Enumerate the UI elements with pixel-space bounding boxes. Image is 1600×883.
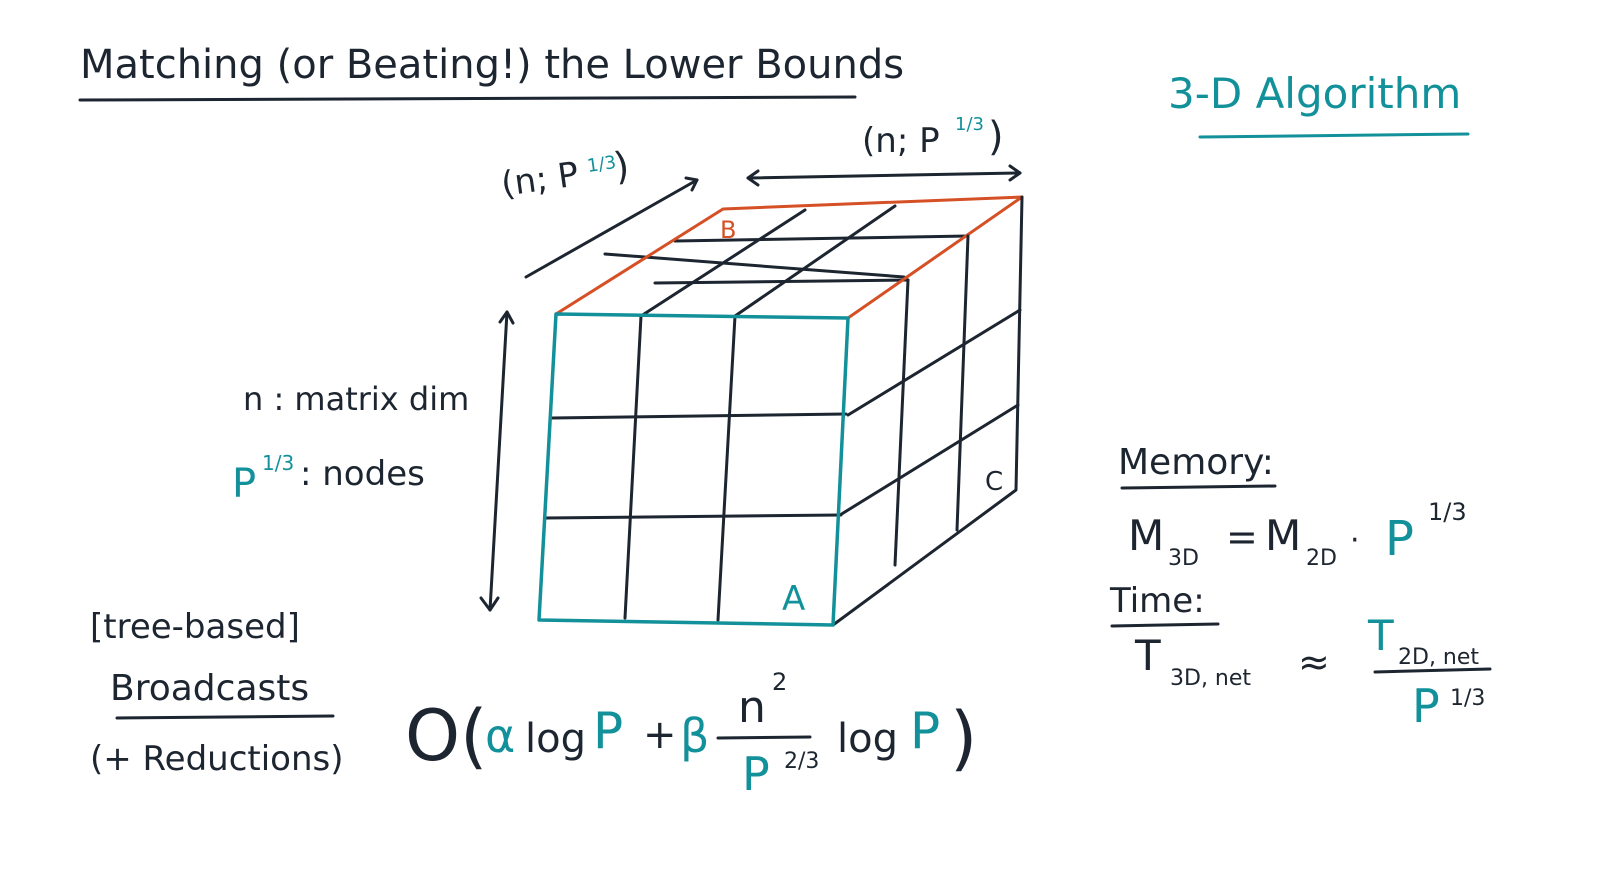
time-p: P — [1412, 679, 1440, 733]
matrix-label-c: C — [985, 467, 1003, 497]
formula-p2: P — [910, 702, 940, 760]
formula-num: n — [738, 682, 766, 733]
cube-front-face — [537, 312, 850, 627]
legend-p-exp: 1/3 — [262, 451, 294, 475]
broadcast-line1: [tree-based] — [90, 607, 300, 647]
time-t3d: T — [1134, 631, 1161, 680]
formula-close: ) — [950, 697, 977, 779]
memory-sub2d: 2D — [1306, 546, 1337, 571]
broadcast-line2: Broadcasts — [110, 668, 309, 709]
time-fraction-bar — [1373, 667, 1492, 674]
memory-underline — [1120, 484, 1277, 490]
broadcast-formula: O( α log P + β n 2 P 2/3 log P ) — [405, 668, 977, 801]
legend-nodes: : nodes — [300, 454, 425, 494]
legend-p: P — [232, 461, 256, 507]
formula-plus: + — [643, 712, 677, 758]
time-sub3d: 3D, net — [1170, 666, 1251, 691]
formula-alpha: α — [485, 709, 515, 763]
memory-heading: Memory: — [1118, 442, 1274, 483]
dim-label-right: (n; P — [862, 121, 940, 161]
cube-top-grid — [603, 204, 970, 318]
time-formula: T 3D, net ≈ T 2D, net P 1/3 — [1134, 611, 1492, 733]
time-exp: 1/3 — [1450, 686, 1485, 711]
dimension-arrows — [479, 164, 1022, 612]
memory-m2d: M — [1265, 511, 1301, 560]
memory-exp: 1/3 — [1428, 498, 1467, 526]
memory-sub3d: 3D — [1168, 546, 1199, 571]
broadcast-underline — [115, 714, 335, 720]
section-heading: 3-D Algorithm — [1168, 69, 1461, 118]
formula-den-exp: 2/3 — [784, 749, 819, 774]
dim-label-left-close: ) — [611, 143, 632, 189]
formula-log1: log — [525, 716, 586, 762]
matrix-label-b: B — [720, 216, 736, 244]
formula-p1: P — [593, 702, 623, 760]
broadcast-line3: (+ Reductions) — [90, 739, 344, 779]
matrix-label-a: A — [782, 579, 805, 619]
time-approx: ≈ — [1298, 640, 1330, 684]
legend-matrix-dim: n : matrix dim — [243, 380, 469, 418]
memory-m3d: M — [1128, 511, 1164, 560]
formula-den: P — [742, 747, 770, 801]
title-underline — [78, 95, 857, 102]
formula-fraction-bar — [716, 735, 812, 740]
memory-dot: · — [1350, 523, 1360, 558]
cube-front-grid — [543, 314, 848, 622]
cube-right-face — [831, 195, 1024, 627]
time-heading: Time: — [1109, 581, 1205, 621]
dim-label-left-exp: 1/3 — [586, 152, 618, 177]
formula-beta: β — [680, 709, 709, 763]
heading-underline — [1198, 132, 1470, 139]
dim-label-right-exp: 1/3 — [955, 114, 984, 135]
dim-label-left: (n; P — [499, 155, 581, 205]
memory-eq: = — [1226, 515, 1258, 559]
formula-log2: log — [837, 716, 898, 762]
dim-label-right-close: ) — [988, 114, 1004, 160]
cube-top-face — [554, 195, 1024, 320]
cube-diagram — [479, 164, 1024, 627]
time-t2d: T — [1367, 611, 1394, 660]
memory-p: P — [1385, 511, 1414, 567]
memory-formula: M 3D = M 2D · P 1/3 — [1128, 498, 1467, 571]
formula-num-exp: 2 — [772, 668, 787, 696]
time-underline — [1110, 622, 1220, 628]
time-sub2d: 2D, net — [1398, 645, 1479, 670]
formula-open: O( — [405, 695, 487, 777]
slide-title: Matching (or Beating!) the Lower Bounds — [80, 42, 904, 88]
